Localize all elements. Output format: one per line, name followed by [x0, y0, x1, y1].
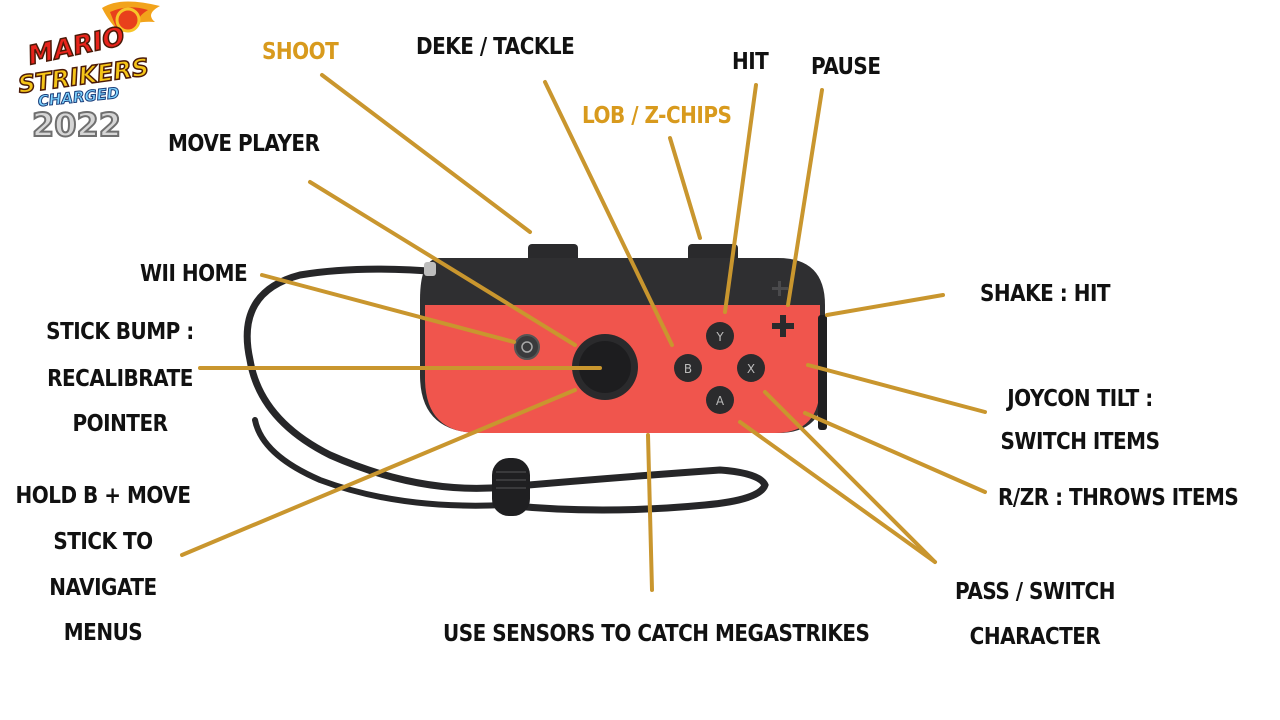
button-a-label: A — [716, 394, 725, 408]
leader-rzr — [803, 411, 987, 494]
mario-strikers-logo: MARIO STRIKERS CHARGED 2022 — [16, 1, 160, 145]
label-joycon-tilt-1: JOYCON TILT : — [1007, 384, 1153, 412]
sr-shoulder-button[interactable] — [688, 244, 738, 262]
label-hold-b-1: HOLD B + MOVE — [15, 481, 191, 509]
leader-hold-b — [180, 388, 577, 557]
wrist-strap — [243, 265, 769, 514]
button-y[interactable]: Y — [706, 322, 734, 350]
label-wii-home: WII HOME — [140, 259, 248, 287]
label-pause: PAUSE — [811, 52, 881, 80]
leader-shoot — [320, 73, 532, 234]
label-pass-2: CHARACTER — [969, 622, 1101, 650]
label-shake-hit: SHAKE : HIT — [980, 279, 1111, 307]
logo-year: 2022 — [32, 106, 121, 144]
home-button[interactable] — [514, 334, 540, 360]
label-shoot: SHOOT — [262, 37, 339, 65]
leader-sensors — [646, 433, 654, 592]
leader-deke-tackle — [543, 80, 674, 347]
label-hold-b-3: NAVIGATE — [49, 573, 157, 601]
leader-pass-2 — [738, 420, 937, 564]
analog-stick[interactable] — [572, 334, 638, 400]
label-rzr: R/ZR : THROWS ITEMS — [998, 483, 1239, 511]
leader-move-player — [308, 180, 577, 347]
leader-pause — [786, 88, 824, 307]
leader-joycon-tilt — [806, 363, 987, 414]
leader-lob — [668, 136, 702, 240]
plus-icon — [772, 281, 788, 296]
sl-shoulder-button[interactable] — [528, 244, 578, 262]
button-x[interactable]: X — [737, 354, 765, 382]
leader-pass-1 — [763, 390, 937, 564]
button-a[interactable]: A — [706, 386, 734, 414]
plus-button[interactable] — [772, 315, 794, 337]
label-move-player: MOVE PLAYER — [168, 129, 320, 157]
leader-hit — [723, 83, 758, 314]
label-stick-bump-1: STICK BUMP : — [46, 317, 194, 345]
strap-lock — [492, 458, 530, 516]
label-hold-b-4: MENUS — [63, 618, 143, 646]
button-y-label: Y — [715, 330, 724, 344]
label-hold-b-2: STICK TO — [53, 527, 153, 555]
label-hit: HIT — [732, 47, 769, 75]
label-pass-1: PASS / SWITCH — [955, 577, 1115, 605]
button-b-label: B — [684, 362, 692, 376]
leader-wii-home — [260, 273, 516, 344]
label-lob-zchips: LOB / Z-CHIPS — [582, 101, 732, 129]
label-stick-bump-3: POINTER — [72, 409, 168, 437]
label-sensors: USE SENSORS TO CATCH MEGASTRIKES — [443, 619, 870, 647]
button-x-label: X — [747, 362, 755, 376]
label-joycon-tilt-2: SWITCH ITEMS — [1000, 427, 1160, 455]
label-stick-bump-2: RECALIBRATE — [47, 364, 193, 392]
label-deke-tackle: DEKE / TACKLE — [416, 32, 575, 60]
button-b[interactable]: B — [674, 354, 702, 382]
logo-flame-icon — [102, 1, 160, 35]
leader-shake — [825, 293, 945, 317]
